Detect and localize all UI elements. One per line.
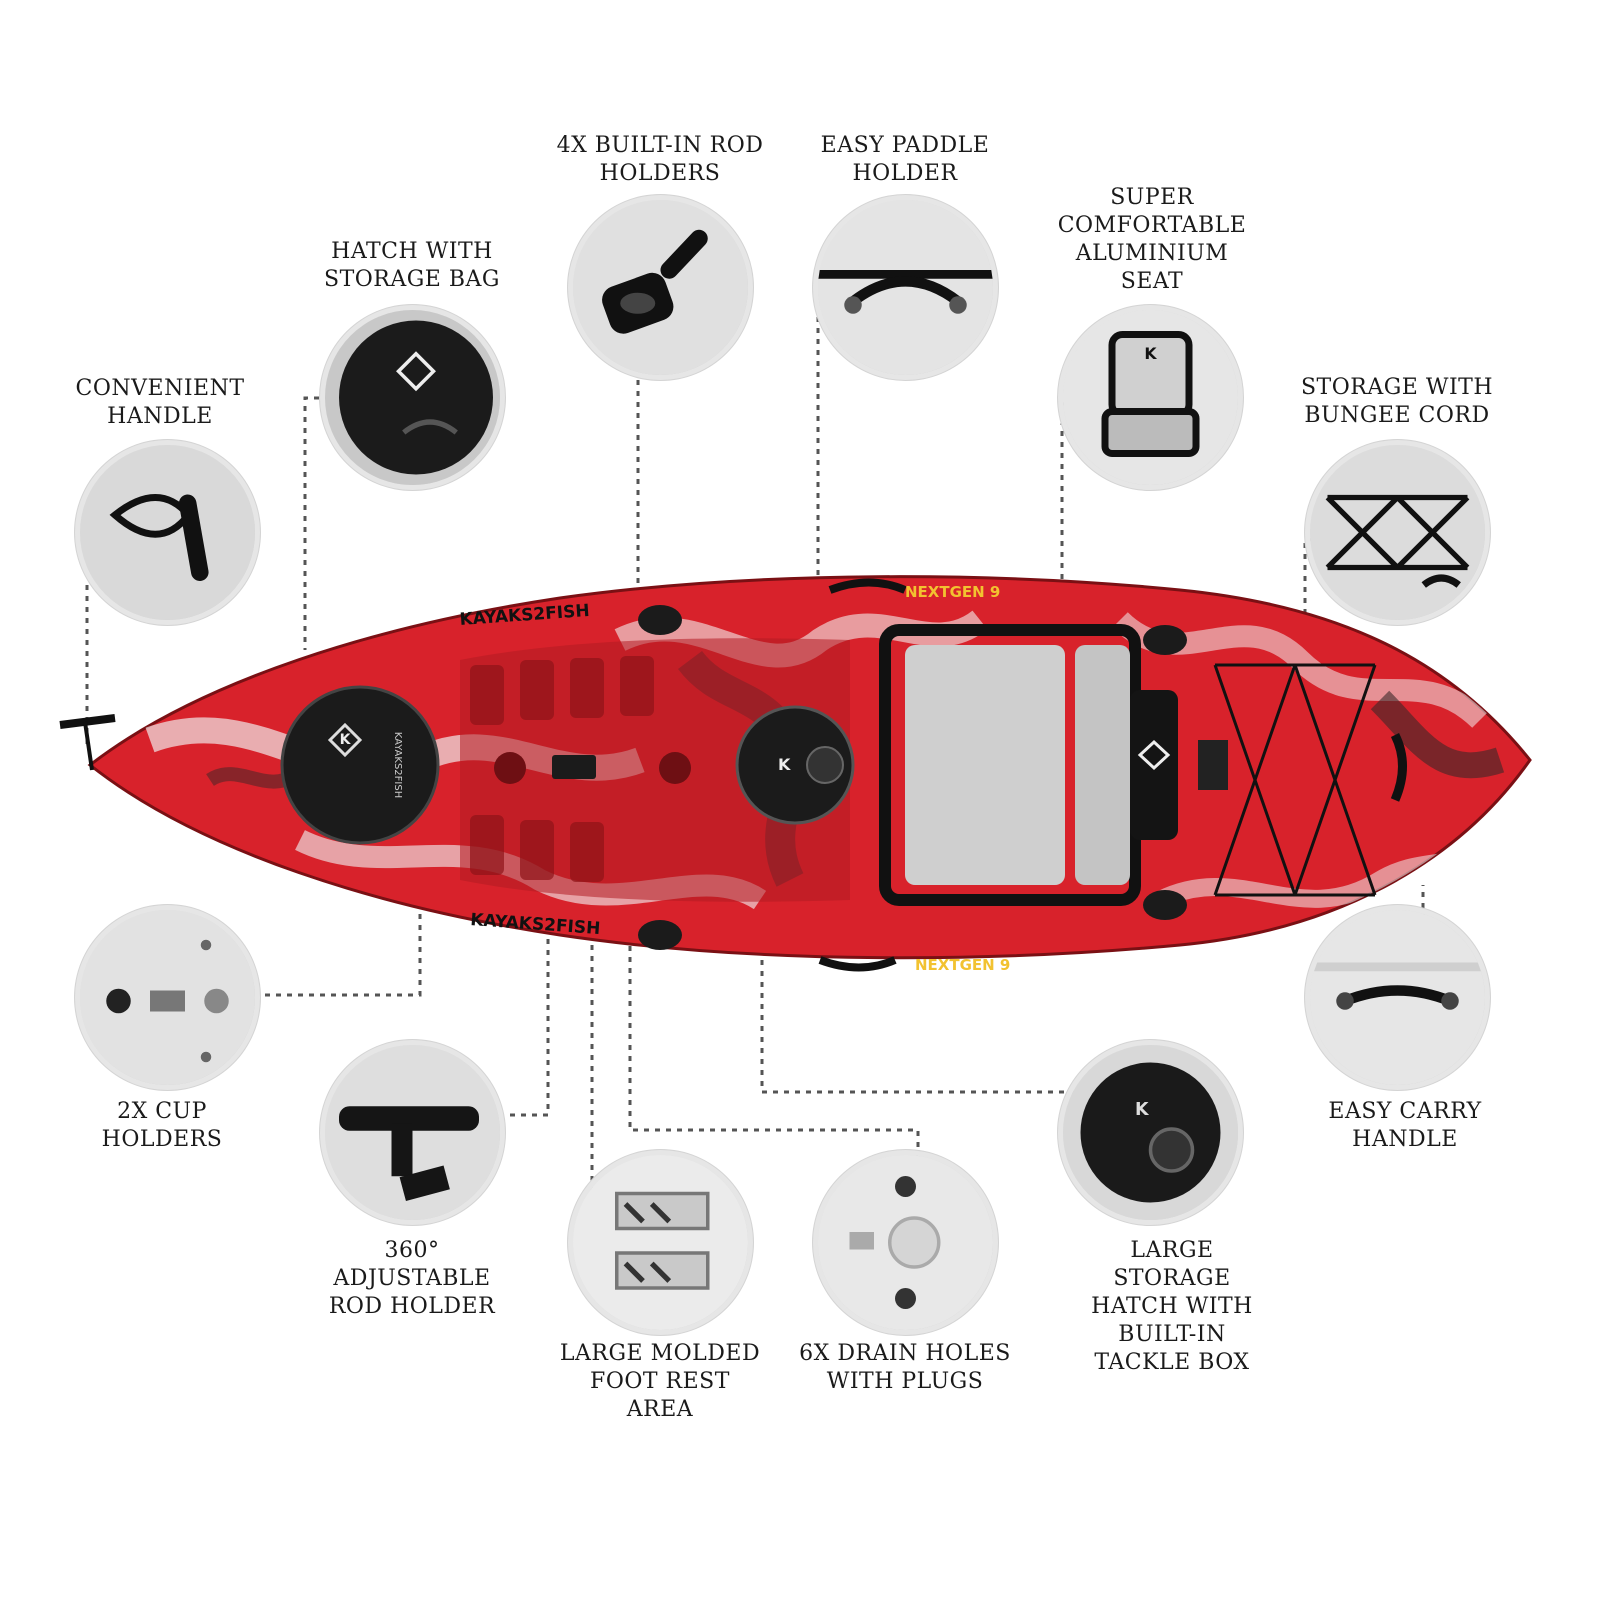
- bow-toggle-handle: [59, 714, 116, 771]
- round-hatch-icon: [325, 310, 500, 485]
- label-drain-holes: 6X DRAIN HOLES WITH PLUGS: [799, 1341, 1011, 1394]
- svg-text:K: K: [340, 732, 352, 748]
- carry-handle-icon: [1310, 910, 1485, 1085]
- label-cup-holders: 2X CUP HOLDERS: [101, 1099, 223, 1152]
- leader-adjustable-rod-holder: [510, 920, 550, 1117]
- rear-bungee: [1213, 663, 1377, 897]
- rod-holder-bottom-right: [1143, 890, 1187, 920]
- rod-mount-base: [552, 755, 596, 779]
- model-text-bottom: NEXTGEN 9: [915, 956, 1010, 974]
- circle-foot-rest: [573, 1155, 748, 1330]
- cup-holder-left: [494, 752, 526, 784]
- bungee-icon: [1310, 445, 1485, 620]
- leader-cup-holders: [265, 880, 422, 997]
- label-storage-hatch: LARGE STORAGE HATCH WITH BUILT-IN TACKLE…: [1091, 1238, 1253, 1375]
- circle-storage-hatch: K: [1063, 1045, 1238, 1220]
- foot-rest-icon: [573, 1155, 748, 1330]
- model-text-top: NEXTGEN 9: [905, 583, 1000, 601]
- circle-rod-holders: [573, 200, 748, 375]
- leader-storage-hatch: [760, 960, 1105, 1094]
- seat-icon: K: [1063, 310, 1238, 485]
- cup-holder-icon: [80, 910, 255, 1085]
- center-hatch: K: [735, 705, 855, 825]
- label-carry-handle: EASY CARRY HANDLE: [1328, 1099, 1482, 1152]
- circle-bungee-storage: [1310, 445, 1485, 620]
- label-bungee-storage: STORAGE WITH BUNGEE CORD: [1300, 375, 1494, 428]
- svg-text:K: K: [1144, 344, 1157, 363]
- svg-text:K: K: [1135, 1100, 1150, 1120]
- rod-holder-bottom-left: [638, 920, 682, 950]
- kayak-hull: K KAYAKS2FISH K: [59, 575, 1532, 974]
- paddle-clip-icon: [818, 200, 993, 375]
- circle-drain-holes: [818, 1155, 993, 1330]
- circle-aluminium-seat: K: [1063, 310, 1238, 485]
- drain-plug-icon: [818, 1155, 993, 1330]
- label-rod-holders: 4X BUILT-IN ROD HOLDERS: [556, 133, 764, 186]
- circle-hatch-storage-bag: [325, 310, 500, 485]
- leader-hatch-storage-bag: [303, 396, 330, 650]
- rod-holder-top-left: [638, 605, 682, 635]
- bow-handle-icon: [80, 445, 255, 620]
- svg-text:K: K: [778, 755, 791, 774]
- leader-drain-holes: [628, 880, 920, 1175]
- svg-text:KAYAKS2FISH: KAYAKS2FISH: [392, 732, 403, 798]
- swivel-rod-holder-icon: [325, 1045, 500, 1220]
- aluminium-seat: [879, 624, 1178, 906]
- label-hatch-storage-bag: HATCH WITH STORAGE BAG: [324, 239, 500, 292]
- rod-holder-top-right: [1143, 625, 1187, 655]
- circle-convenient-handle: [80, 445, 255, 620]
- circle-carry-handle: [1310, 910, 1485, 1085]
- carry-handle-bottom: [818, 956, 897, 972]
- stern-carry-handle: [1390, 732, 1407, 802]
- label-aluminium-seat: SUPER COMFORTABLE ALUMINIUM SEAT: [1057, 185, 1247, 294]
- label-convenient-handle: CONVENIENT HANDLE: [75, 376, 245, 429]
- flush-rod-holder-icon: [573, 200, 748, 375]
- label-foot-rest: LARGE MOLDED FOOT REST AREA: [559, 1341, 761, 1422]
- carry-handle-top: [828, 578, 907, 594]
- circle-adjustable-rod-holder: [325, 1045, 500, 1220]
- circle-cup-holders: [80, 910, 255, 1085]
- cup-holder-right: [659, 752, 691, 784]
- label-adjustable-rod-holder: 360° ADJUSTABLE ROD HOLDER: [328, 1238, 496, 1319]
- front-hatch: K KAYAKS2FISH: [280, 685, 440, 845]
- large-hatch-icon: K: [1063, 1045, 1238, 1220]
- foot-rest-ridges: [470, 656, 654, 882]
- warning-sticker: [1198, 740, 1228, 790]
- label-paddle-holder: EASY PADDLE HOLDER: [820, 133, 990, 186]
- circle-paddle-holder: [818, 200, 993, 375]
